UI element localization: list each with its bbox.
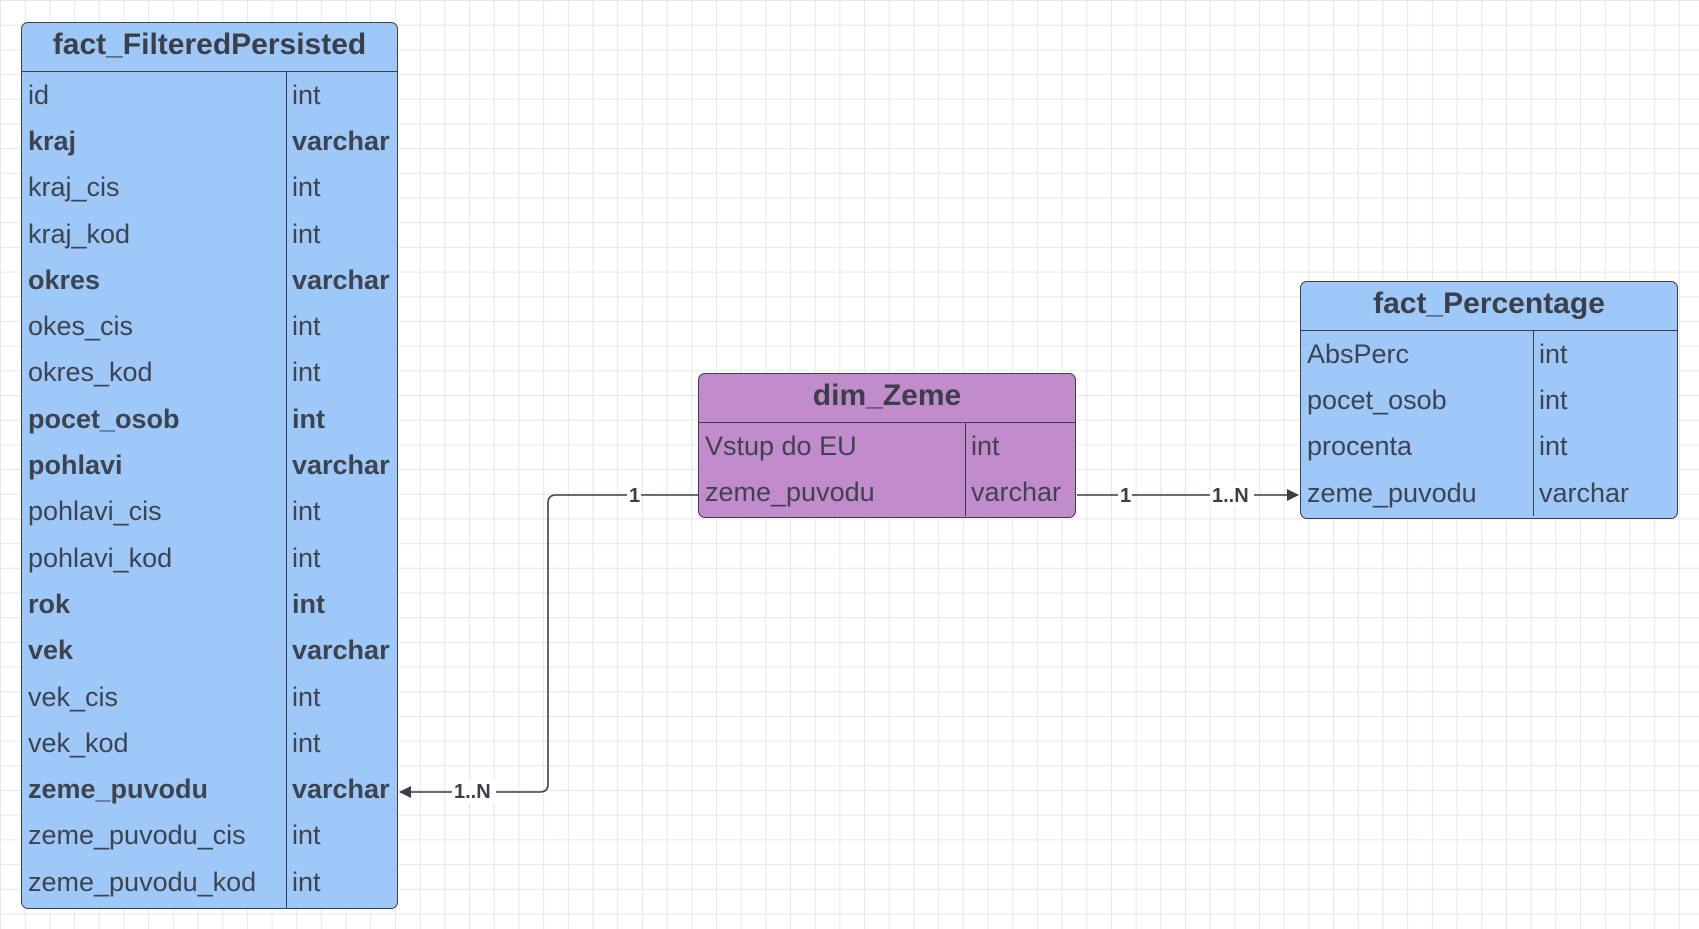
field-type: int xyxy=(292,866,321,897)
cardinality-label-from: 1 xyxy=(1120,485,1131,507)
entity-fact-filtered-persisted[interactable]: fact_FilteredPersisted id int kraj varchar… xyxy=(21,22,398,909)
field-type: int xyxy=(1539,338,1568,369)
label-bg xyxy=(452,779,496,803)
field-name: pohlavi_kod xyxy=(28,542,173,573)
field-type: int xyxy=(292,496,321,527)
field-type: int xyxy=(292,727,321,758)
field-row[interactable]: kraj_cis int xyxy=(22,165,397,211)
cardinality-label-to: 1..N xyxy=(1212,485,1249,507)
field-type: varchar xyxy=(292,635,390,666)
relationship-line-zeme-filtered[interactable] xyxy=(399,494,698,798)
label-bg xyxy=(627,482,641,506)
field-type: varchar xyxy=(292,774,390,805)
field-name: zeme_puvodu_cis xyxy=(28,820,246,851)
field-name: pohlavi xyxy=(28,450,123,481)
field-type: int xyxy=(292,218,321,249)
field-type: int xyxy=(292,820,321,851)
field-name: kraj_cis xyxy=(28,172,120,203)
field-type: int xyxy=(971,430,1000,461)
field-name: id xyxy=(28,79,50,110)
entity-title: fact_FilteredPersisted xyxy=(22,23,397,72)
field-row[interactable]: kraj varchar xyxy=(22,118,397,164)
field-name: pocet_osob xyxy=(1307,384,1447,415)
field-name: Vstup do EU xyxy=(705,430,857,461)
field-row[interactable]: kraj_kod int xyxy=(22,211,397,257)
field-row[interactable]: rok int xyxy=(22,581,397,627)
field-row[interactable]: pocet_osob int xyxy=(22,396,397,442)
field-type: varchar xyxy=(292,125,390,156)
field-name: AbsPerc xyxy=(1307,338,1410,369)
column-divider xyxy=(286,72,287,908)
entity-fields: Vstup do EU int zeme_puvodu varchar xyxy=(699,423,1075,516)
field-type: int xyxy=(292,311,321,342)
cardinality-label-to: 1..N xyxy=(454,781,491,803)
field-row[interactable]: pohlavi_cis int xyxy=(22,489,397,535)
field-type: int xyxy=(292,172,321,203)
entity-title: fact_Percentage xyxy=(1301,282,1677,331)
field-name: pohlavi_cis xyxy=(28,496,162,527)
field-type: int xyxy=(292,542,321,573)
column-divider xyxy=(1533,331,1534,517)
field-name: zeme_puvodu xyxy=(1307,477,1477,508)
field-type: varchar xyxy=(292,450,390,481)
entity-title: dim_Zeme xyxy=(699,374,1075,423)
field-name: okes_cis xyxy=(28,311,134,342)
field-name: kraj_kod xyxy=(28,218,131,249)
field-name: zeme_puvodu xyxy=(705,476,875,507)
field-row[interactable]: procenta int xyxy=(1301,424,1677,470)
cardinality-label-from: 1 xyxy=(629,485,640,507)
field-type: int xyxy=(1539,431,1568,462)
label-bg xyxy=(1210,482,1254,506)
label-bg xyxy=(1118,482,1132,506)
field-type: int xyxy=(1539,384,1568,415)
column-divider xyxy=(965,423,966,516)
field-type: int xyxy=(292,588,325,619)
field-name: vek xyxy=(28,635,74,666)
field-row[interactable]: pohlavi varchar xyxy=(22,442,397,488)
field-name: okres_kod xyxy=(28,357,153,388)
field-type: varchar xyxy=(292,264,390,295)
field-row[interactable]: pohlavi_kod int xyxy=(22,535,397,581)
field-row[interactable]: vek_kod int xyxy=(22,720,397,766)
field-type: int xyxy=(292,403,325,434)
field-row[interactable]: AbsPerc int xyxy=(1301,331,1677,377)
field-name: zeme_puvodu_kod xyxy=(28,866,257,897)
field-name: vek_kod xyxy=(28,727,129,758)
field-type: varchar xyxy=(971,476,1062,507)
field-row[interactable]: Vstup do EU int xyxy=(699,423,1075,469)
field-row[interactable]: zeme_puvodu varchar xyxy=(22,766,397,812)
field-row[interactable]: zeme_puvodu varchar xyxy=(699,469,1075,515)
field-row[interactable]: vek_cis int xyxy=(22,674,397,720)
field-name: kraj xyxy=(28,125,77,156)
field-name: pocet_osob xyxy=(28,403,180,434)
field-type: int xyxy=(292,681,321,712)
field-type: varchar xyxy=(1539,477,1630,508)
field-row[interactable]: okes_cis int xyxy=(22,303,397,349)
field-row[interactable]: zeme_puvodu varchar xyxy=(1301,470,1677,516)
field-name: zeme_puvodu xyxy=(28,774,209,805)
field-row[interactable]: okres varchar xyxy=(22,257,397,303)
field-name: procenta xyxy=(1307,431,1413,462)
field-name: rok xyxy=(28,588,71,619)
entity-dim-zeme[interactable]: dim_Zeme Vstup do EU int zeme_puvodu varch… xyxy=(698,373,1076,518)
field-name: okres xyxy=(28,264,101,295)
field-row[interactable]: vek varchar xyxy=(22,628,397,674)
field-name: vek_cis xyxy=(28,681,119,712)
field-row[interactable]: zeme_puvodu_kod int xyxy=(22,859,397,905)
field-row[interactable]: okres_kod int xyxy=(22,350,397,396)
field-type: int xyxy=(292,79,321,110)
field-row[interactable]: pocet_osob int xyxy=(1301,377,1677,423)
field-type: int xyxy=(292,357,321,388)
field-row[interactable]: id int xyxy=(22,72,397,118)
field-row[interactable]: zeme_puvodu_cis int xyxy=(22,813,397,859)
